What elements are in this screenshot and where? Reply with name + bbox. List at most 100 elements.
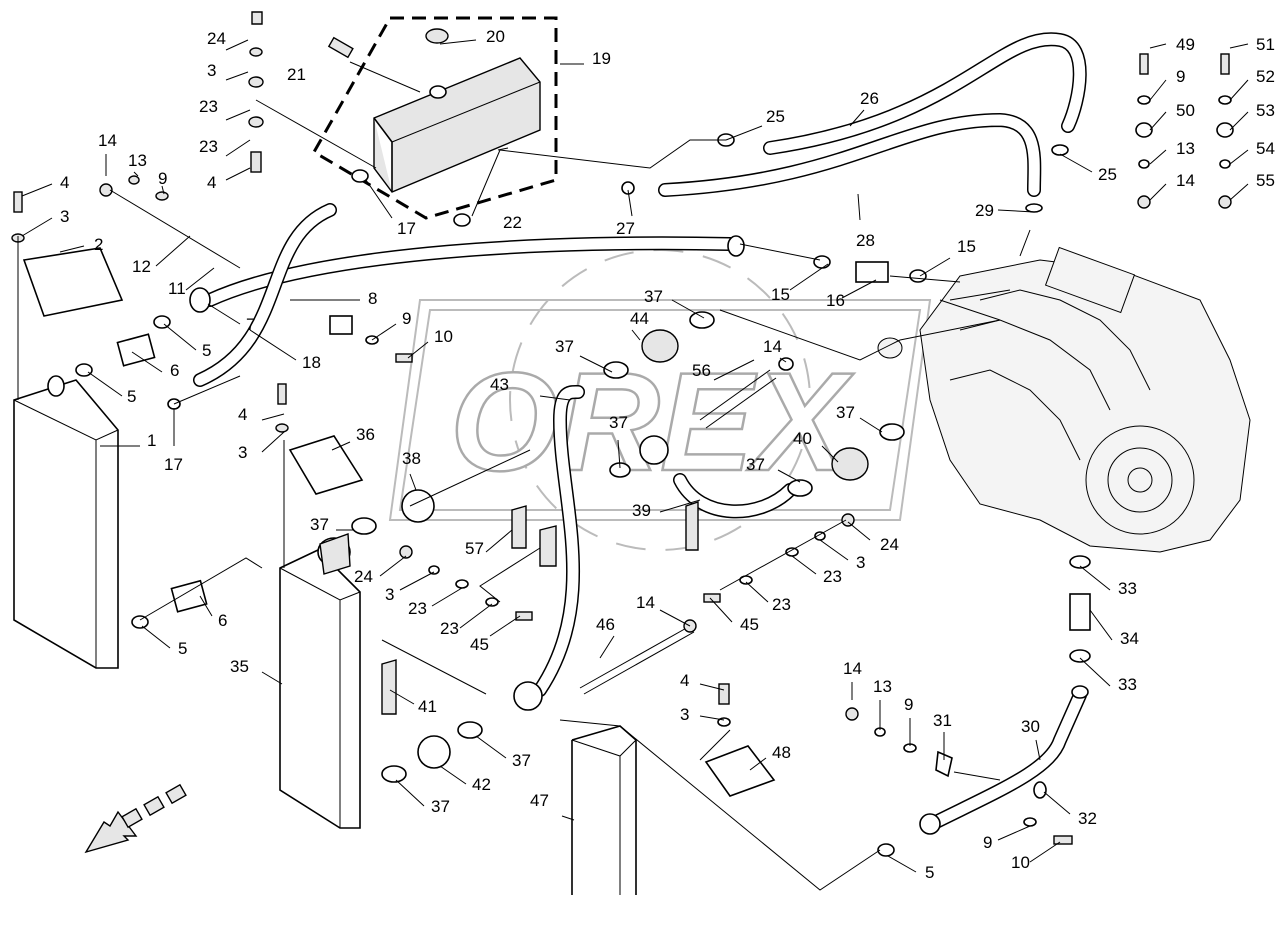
callout-l12: 12 — [132, 257, 151, 276]
callout-l5d: 5 — [925, 863, 934, 882]
hoses — [193, 32, 1087, 832]
callout-l14d: 14 — [636, 593, 655, 612]
callout-l16: 16 — [826, 291, 845, 310]
callout-l36: 36 — [356, 425, 375, 444]
callout-l11: 11 — [168, 279, 186, 298]
callout-l4a: 4 — [207, 173, 216, 192]
callout-l26: 26 — [860, 89, 879, 108]
callout-l9b: 9 — [158, 169, 167, 188]
callout-l9d: 9 — [904, 695, 913, 714]
callout-l51: 51 — [1256, 35, 1275, 54]
callout-l2: 2 — [94, 235, 103, 254]
direction-arrow-icon — [84, 783, 187, 854]
callout-l38: 38 — [402, 449, 421, 468]
callout-l33b: 33 — [1118, 675, 1137, 694]
callout-l37d: 37 — [836, 403, 855, 422]
leader-lines — [17, 39, 1249, 891]
callout-l3b: 3 — [60, 207, 69, 226]
watermark-text: OREX — [450, 343, 854, 500]
callout-l39: 39 — [632, 501, 651, 520]
coolers — [13, 379, 637, 895]
callout-l23b: 23 — [199, 137, 218, 156]
callout-l24c: 24 — [354, 567, 373, 586]
callout-l14e: 14 — [843, 659, 862, 678]
callout-l24b: 24 — [880, 535, 899, 554]
callout-l25a: 25 — [766, 107, 785, 126]
callout-l10b: 10 — [1011, 853, 1030, 872]
callout-l3a: 3 — [207, 61, 216, 80]
callout-l33a: 33 — [1118, 579, 1137, 598]
callout-l13b: 13 — [128, 151, 147, 170]
callout-l57: 57 — [465, 539, 484, 558]
callout-l28: 28 — [856, 231, 875, 250]
callout-l23d: 23 — [440, 619, 459, 638]
callout-l35: 35 — [230, 657, 249, 676]
callout-l13a: 13 — [1176, 139, 1195, 158]
callout-l4b: 4 — [60, 173, 69, 192]
callout-l9c: 9 — [402, 309, 411, 328]
callout-l15a: 15 — [957, 237, 976, 256]
expansion-tank-group — [311, 16, 558, 227]
callout-l23c: 23 — [408, 599, 427, 618]
callout-l3d: 3 — [385, 585, 394, 604]
callout-l18: 18 — [302, 353, 321, 372]
callout-l6b: 6 — [218, 611, 227, 630]
callout-l50: 50 — [1176, 101, 1195, 120]
callout-l56: 56 — [692, 361, 711, 380]
callout-l40: 40 — [793, 429, 812, 448]
callout-l17a: 17 — [397, 219, 416, 238]
callout-l14b: 14 — [98, 131, 117, 150]
callout-l24a: 24 — [207, 29, 226, 48]
engine — [877, 246, 1251, 553]
callout-l37c: 37 — [609, 413, 628, 432]
callout-l9a: 9 — [1176, 67, 1185, 86]
callout-l37a: 37 — [644, 287, 663, 306]
callout-l4c: 4 — [238, 405, 247, 424]
callout-l54: 54 — [1256, 139, 1275, 158]
callout-l14c: 14 — [763, 337, 782, 356]
callout-l20: 20 — [486, 27, 505, 46]
callout-l29: 29 — [975, 201, 994, 220]
callout-l5c: 5 — [178, 639, 187, 658]
callout-l45b: 45 — [740, 615, 759, 634]
callout-l14a: 14 — [1176, 171, 1195, 190]
callout-l32: 32 — [1078, 809, 1097, 828]
callout-l43: 43 — [490, 375, 509, 394]
callout-l10a: 10 — [434, 327, 453, 346]
callout-l42: 42 — [472, 775, 491, 794]
callout-l22: 22 — [503, 213, 522, 232]
callout-l37g: 37 — [512, 751, 531, 770]
callout-l49: 49 — [1176, 35, 1195, 54]
callout-l8: 8 — [368, 289, 377, 308]
callout-l7: 7 — [246, 315, 255, 334]
callout-l5b: 5 — [127, 387, 136, 406]
callout-l3f: 3 — [680, 705, 689, 724]
callout-l4d: 4 — [680, 671, 689, 690]
callout-l19: 19 — [592, 49, 611, 68]
callout-l3e: 3 — [856, 553, 865, 572]
callout-l44: 44 — [630, 309, 649, 328]
callout-l13c: 13 — [873, 677, 892, 696]
callout-l55: 55 — [1256, 171, 1275, 190]
callout-l21: 21 — [287, 65, 306, 84]
callout-l48: 48 — [772, 743, 791, 762]
callout-l45a: 45 — [470, 635, 489, 654]
callout-l23f: 23 — [772, 595, 791, 614]
callout-l15b: 15 — [771, 285, 790, 304]
callout-l30: 30 — [1021, 717, 1040, 736]
callout-l46: 46 — [596, 615, 615, 634]
callout-l37e: 37 — [746, 455, 765, 474]
callout-l6a: 6 — [170, 361, 179, 380]
callout-l47: 47 — [530, 791, 549, 810]
callout-l37h: 37 — [431, 797, 450, 816]
callout-l41: 41 — [418, 697, 437, 716]
callout-l9e: 9 — [983, 833, 992, 852]
callout-l34: 34 — [1120, 629, 1139, 648]
callout-l37f: 37 — [310, 515, 329, 534]
callout-l23a: 23 — [199, 97, 218, 116]
callout-l31: 31 — [933, 711, 952, 730]
callout-l1: 1 — [147, 431, 156, 450]
callout-l3c: 3 — [238, 443, 247, 462]
